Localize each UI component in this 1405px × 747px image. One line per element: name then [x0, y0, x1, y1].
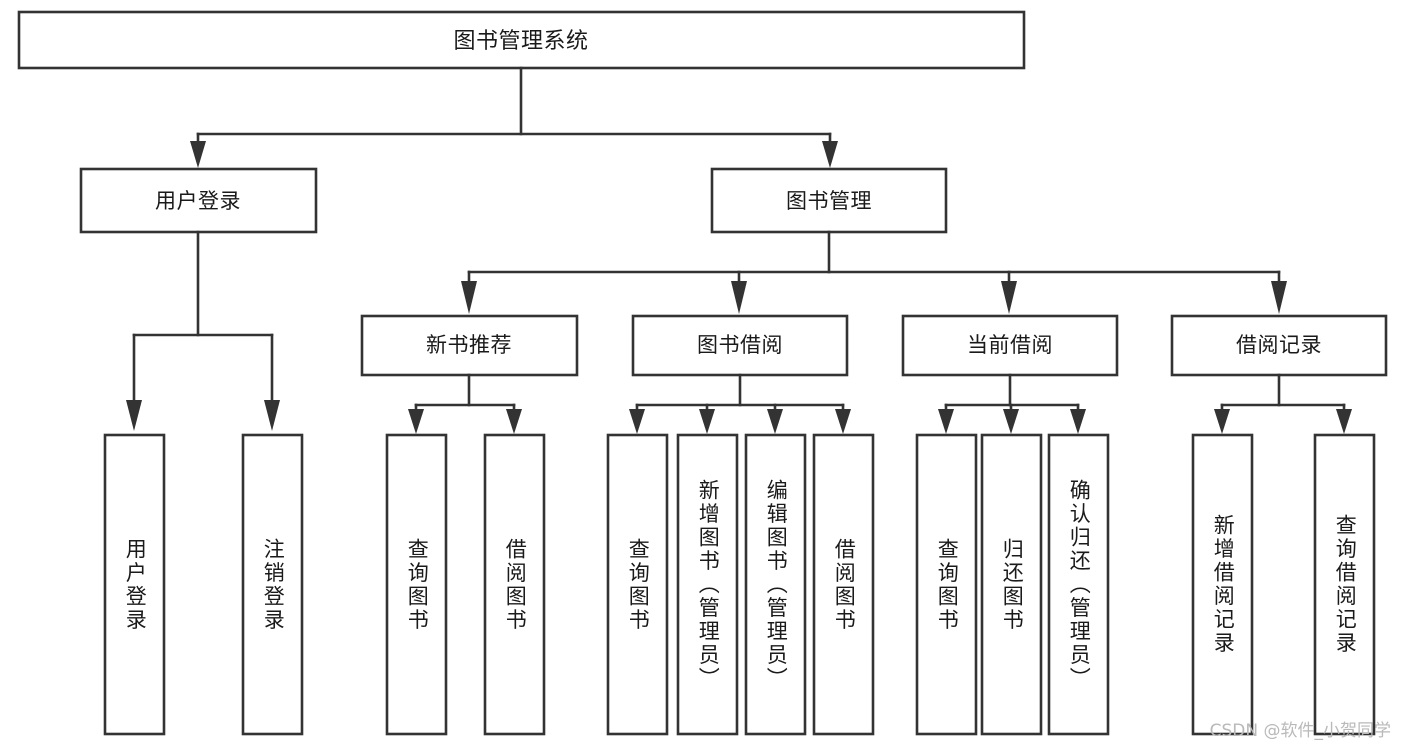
arrow-head-recommend-1: [506, 409, 522, 434]
node-new-book-recommend-box[interactable]: [360, 314, 579, 377]
arrow-head-level2-1: [731, 281, 747, 314]
leaf-user-login-0-box[interactable]: [103, 433, 166, 736]
leaf-recommend-1-box[interactable]: [483, 433, 546, 736]
arrow-head-borrow-2: [767, 409, 783, 434]
node-borrow-record-box[interactable]: [1170, 314, 1388, 377]
arrow-head-level2-0: [461, 281, 477, 314]
arrow-head-level1-0: [190, 141, 206, 168]
arrow-head-record-0: [1214, 409, 1230, 434]
node-book-manage-box[interactable]: [710, 167, 948, 234]
node-root-box[interactable]: [17, 10, 1026, 70]
arrow-head-borrow-1: [699, 409, 715, 434]
arrow-head-borrow-3: [835, 409, 851, 434]
leaf-current-0-box[interactable]: [915, 433, 978, 736]
arrow-head-recommend-0: [408, 409, 424, 434]
arrow-head-current-0: [938, 409, 954, 434]
node-new-book-recommend-label: 新书推荐: [426, 333, 512, 357]
leaf-current-1-box[interactable]: [980, 433, 1043, 736]
arrow-head-current-2: [1070, 409, 1086, 434]
leaf-borrow-2-box[interactable]: [744, 433, 807, 736]
arrow-head-level2-2: [1001, 281, 1017, 314]
node-root-label: 图书管理系统: [453, 29, 588, 54]
arrow-head-current-1: [1003, 409, 1019, 434]
leaf-recommend-0-box[interactable]: [385, 433, 448, 736]
node-borrow-record-label: 借阅记录: [1236, 333, 1322, 357]
arrow-head-user-login-0: [126, 400, 142, 431]
leaf-borrow-0-box[interactable]: [606, 433, 669, 736]
leaf-record-0-box[interactable]: [1191, 433, 1254, 736]
arrow-head-level2-3: [1271, 281, 1287, 314]
leaf-borrow-3-box[interactable]: [812, 433, 875, 736]
leaf-current-2-box[interactable]: [1047, 433, 1110, 736]
node-book-borrow-label: 图书借阅: [697, 333, 783, 357]
arrow-head-borrow-0: [629, 409, 645, 434]
arrow-head-user-login-1: [264, 400, 280, 431]
node-book-manage-label: 图书管理: [786, 189, 872, 213]
node-current-borrow-box[interactable]: [901, 314, 1119, 377]
node-user-login-label: 用户登录: [155, 189, 241, 213]
leaf-borrow-1-box[interactable]: [676, 433, 739, 736]
node-current-borrow-label: 当前借阅: [967, 333, 1053, 357]
leaf-user-login-1-box[interactable]: [241, 433, 304, 736]
leaf-record-1-box[interactable]: [1313, 433, 1376, 736]
arrow-head-level1-1: [822, 141, 838, 168]
arrow-head-record-1: [1336, 409, 1352, 434]
node-book-borrow-box[interactable]: [631, 314, 849, 377]
